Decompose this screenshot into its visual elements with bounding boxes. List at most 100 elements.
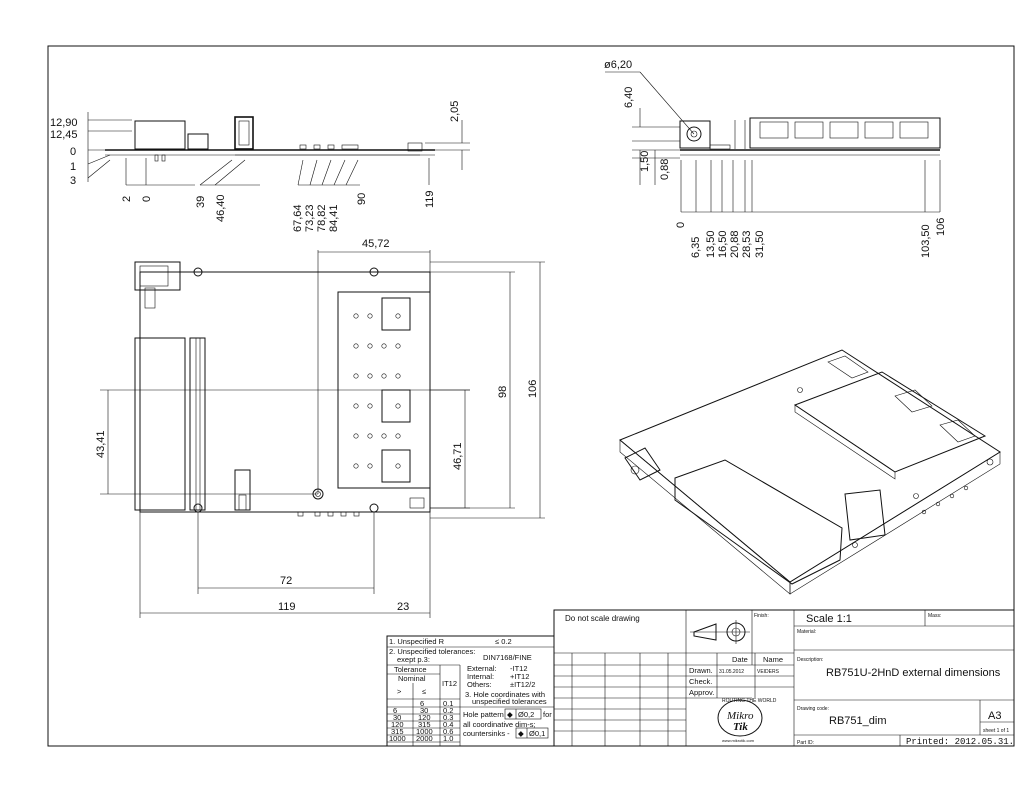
tol-hole-pattern-suffix: for <box>543 710 552 719</box>
tol-col-tolerance: Tolerance <box>394 665 427 674</box>
check-label: Check. <box>689 677 712 686</box>
tol-row-3-to: 120 <box>418 713 431 722</box>
tol-col-le: ≤ <box>422 687 426 696</box>
tol-internal-label: Internal: <box>467 672 494 681</box>
dim-2-05: 2,05 <box>449 101 461 122</box>
tol-others-label: Others: <box>467 680 492 689</box>
tol-hole-pattern-label: Hole pattern <box>463 710 504 719</box>
dim-1: 1 <box>70 161 76 173</box>
tol-except: exept p.3: <box>397 655 430 664</box>
dim-diameter-6-20: ø6,20 <box>604 59 632 71</box>
tol-row-1-to: 6 <box>420 699 424 708</box>
drawn-label: Drawn. <box>689 666 713 675</box>
tol-col-gt: > <box>397 687 402 696</box>
dim-119: 119 <box>278 601 296 613</box>
title-block-grid <box>553 609 1015 747</box>
description-value: RB751U-2HnD external dimensions <box>826 667 1001 679</box>
dim-0-88: 0,88 <box>659 159 671 180</box>
tol-row-4-to: 315 <box>418 720 431 729</box>
dim-46-71: 46,71 <box>452 442 464 470</box>
tol-row-2-value: 0.2 <box>443 706 453 715</box>
dim-45-72: 45,72 <box>362 238 390 250</box>
part-id-label: Part ID: <box>797 740 814 746</box>
dim-23: 23 <box>397 601 409 613</box>
dim-12-45: 12,45 <box>50 129 78 141</box>
tol-others-value: ±IT12/2 <box>510 680 535 689</box>
dim-side-0: 0 <box>675 222 687 228</box>
approv-label: Approv. <box>689 688 714 697</box>
dim-side-28-53: 28,53 <box>741 230 753 258</box>
dim-x-39: 39 <box>195 196 207 208</box>
tol-countersinks-label: countersinks - <box>463 729 510 738</box>
dim-side-31-50: 31,50 <box>754 230 766 258</box>
printed-date: Printed: 2012.05.31. <box>906 737 1014 747</box>
dim-side-103-50: 103,50 <box>920 224 932 258</box>
dim-side-16-50: 16,50 <box>717 230 729 258</box>
tol-row-5-to: 1000 <box>416 727 433 736</box>
logo-tagline: ROUTING THE WORLD <box>722 698 777 704</box>
dim-x-0: 0 <box>141 196 153 202</box>
tol-coordinative-dims: all coordinative dim-s; <box>463 720 536 729</box>
drawing-code-value: RB751_dim <box>829 715 886 727</box>
dim-side-20-88: 20,88 <box>729 230 741 258</box>
tol-row-1-value: 0.1 <box>443 699 453 708</box>
tol-row-3-from: 30 <box>393 713 401 722</box>
mass-label: Mass: <box>928 613 941 619</box>
front-elevation-view <box>87 112 470 186</box>
tol-countersinks-value: Ø0,1 <box>529 729 545 738</box>
dim-1-50: 1,50 <box>639 151 651 172</box>
tol-hole-pattern-symbol: ◆ <box>507 710 514 719</box>
tol-note3a: 3. Hole coordinates with <box>465 690 545 699</box>
drawn-date: 31.05.2012 <box>719 669 744 675</box>
sheet-size: A3 <box>988 710 1001 722</box>
dim-3: 3 <box>70 175 76 187</box>
dim-0-height: 0 <box>70 146 76 158</box>
dim-x-84-41: 84,41 <box>328 204 340 232</box>
side-elevation-view <box>605 71 941 213</box>
tol-external-label: External: <box>467 664 497 673</box>
isometric-view <box>619 349 1001 595</box>
dim-106: 106 <box>527 380 539 398</box>
tol-col-nominal: Nominal <box>398 674 426 683</box>
tol-standard: DIN7168/FINE <box>483 653 532 662</box>
dim-x-73-23: 73,23 <box>304 204 316 232</box>
tolerance-rows: 6 0.1 6 30 0.2 30 120 0.3 120 315 0.4 31… <box>389 699 453 743</box>
tol-unspecified-r-value: ≤ 0.2 <box>495 637 512 646</box>
logo-name-tik: Tik <box>733 721 748 733</box>
tol-note3b: unspecified tolerances <box>472 697 547 706</box>
tol-row-3-value: 0.3 <box>443 713 453 722</box>
dim-98: 98 <box>497 386 509 398</box>
logo-url: www.mikrotik.com <box>722 738 755 743</box>
tol-row-5-value: 0.6 <box>443 727 453 736</box>
tol-row-6-to: 2000 <box>416 734 433 743</box>
projection-symbol-icon <box>690 620 750 644</box>
dim-72: 72 <box>280 575 292 587</box>
tol-row-4-from: 120 <box>391 720 404 729</box>
logo-name-mikro: Mikro <box>726 710 754 722</box>
tol-row-5-from: 315 <box>391 727 404 736</box>
dim-side-6-35: 6,35 <box>690 237 702 258</box>
tol-row-6-value: 1.0 <box>443 734 453 743</box>
description-label: Description: <box>797 657 823 663</box>
tol-row-4-value: 0.4 <box>443 720 453 729</box>
dim-x-46-40: 46,40 <box>215 194 227 222</box>
dim-x-2: 2 <box>121 196 133 202</box>
dim-43-41: 43,41 <box>95 430 107 458</box>
drawing-code-label: Drawing code: <box>797 706 829 712</box>
tol-external-value: -IT12 <box>510 664 528 673</box>
tol-row-2-to: 30 <box>420 706 428 715</box>
tol-unspecified-tolerances: 2. Unspecified tolerances: <box>389 647 475 656</box>
plan-view <box>100 250 545 618</box>
tol-row-6-from: 1000 <box>389 734 406 743</box>
tol-row-2-from: 6 <box>393 706 397 715</box>
scale-value: Scale 1:1 <box>806 613 852 625</box>
drawn-name: VEIDERS <box>757 669 780 675</box>
tol-hole-pattern-value: Ø0,2 <box>518 710 534 719</box>
name-header: Name <box>763 655 783 664</box>
tol-unspecified-r: 1. Unspecified R <box>389 637 445 646</box>
dim-x-78-82: 78,82 <box>316 204 328 232</box>
dim-side-13-50: 13,50 <box>705 230 717 258</box>
mikrotik-logo: ROUTING THE WORLD Mikro Tik www.mikrotik… <box>717 698 777 743</box>
tol-countersinks-symbol: ◆ <box>518 729 525 738</box>
